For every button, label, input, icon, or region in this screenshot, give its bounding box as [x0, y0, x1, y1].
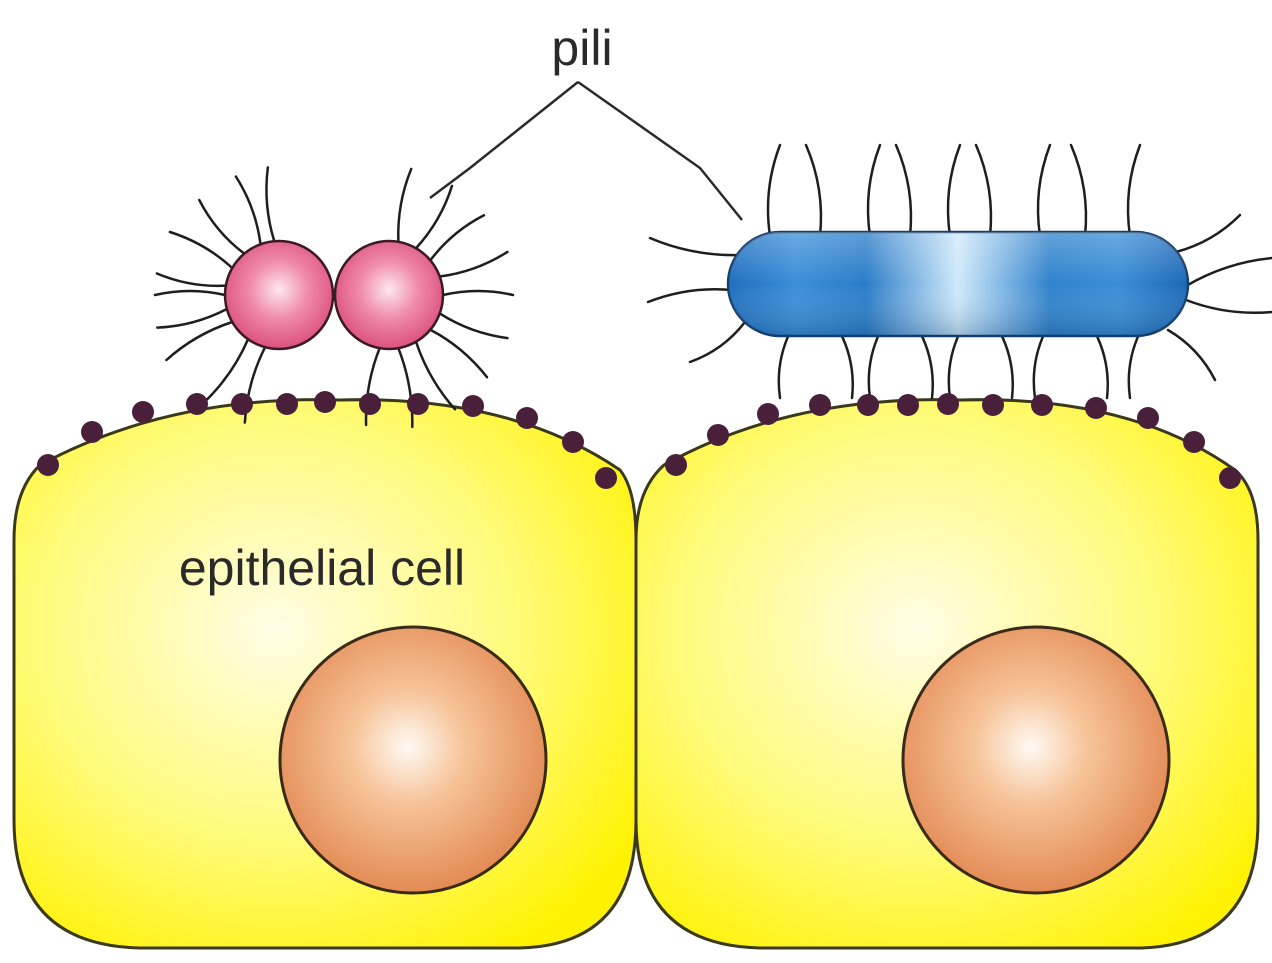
coccus-pilus: [440, 252, 508, 277]
coccus-pilus: [430, 330, 487, 378]
receptor-dot: [1183, 431, 1205, 453]
receptor-dot: [897, 394, 919, 416]
receptor-dot: [757, 403, 779, 425]
bacillus-pilus: [1176, 215, 1240, 252]
receptor-dot: [1085, 397, 1107, 419]
receptor-dot: [937, 393, 959, 415]
epithelial-cell-label: epithelial cell: [179, 540, 465, 596]
receptor-dot: [982, 394, 1004, 416]
bacillus-pilus: [920, 332, 933, 398]
pili-label: pili: [551, 20, 612, 76]
receptor-dot: [1031, 394, 1053, 416]
receptor-dot: [516, 407, 538, 429]
bacillus-pilus: [840, 332, 853, 398]
bacillus-pilus: [949, 332, 960, 398]
coccus-pilus: [430, 215, 484, 260]
nucleus-right: [903, 627, 1169, 893]
bacillus-shading: [728, 232, 1188, 336]
receptor-dot: [407, 393, 429, 415]
bacillus-pilus: [868, 145, 880, 236]
receptor-dot: [81, 421, 103, 443]
bacillus-pilus: [690, 322, 745, 362]
receptor-dot: [132, 401, 154, 423]
coccus-pilus: [199, 200, 244, 254]
bacillus-pilus: [1038, 145, 1050, 236]
receptor-dot: [595, 467, 617, 489]
coccus-pilus: [166, 322, 232, 360]
bacillus-pilus: [779, 332, 790, 398]
receptor-dot: [231, 393, 253, 415]
coccus-pilus: [443, 291, 513, 295]
receptor-dot: [857, 394, 879, 416]
receptor-dot: [562, 431, 584, 453]
bacillus-pilus: [948, 145, 960, 236]
receptor-dot: [276, 393, 298, 415]
bacillus-pilus: [1186, 300, 1272, 313]
bacillus-pilus: [768, 145, 780, 236]
bacillus-pilus: [1095, 332, 1108, 398]
bacillus-pilus: [869, 332, 880, 398]
diplococcus: [225, 241, 443, 349]
bacillus-pilus: [806, 145, 821, 236]
receptor-dot: [462, 395, 484, 417]
bacillus-pilus: [976, 145, 991, 236]
bacillus-pilus: [896, 145, 911, 236]
bacillus-pilus: [1071, 145, 1086, 236]
bacillus-pilus: [1186, 258, 1272, 286]
receptor-dot: [707, 424, 729, 446]
coccus-pilus: [266, 167, 274, 241]
bacillus-pilus: [650, 238, 740, 255]
receptor-dot: [665, 454, 687, 476]
bacillus-pilus: [1168, 330, 1215, 380]
coccus-pilus: [157, 309, 227, 328]
bacillus-pilus: [1129, 332, 1140, 398]
bacillus-pilus: [1000, 332, 1013, 398]
coccus-pilus: [155, 291, 225, 295]
receptor-dot: [1137, 407, 1159, 429]
coccus-pilus: [440, 313, 508, 338]
pili-leader-lines: [430, 82, 742, 220]
bacillus-pilus: [1128, 145, 1140, 236]
receptor-dot: [186, 393, 208, 415]
pili-leader-left: [430, 82, 578, 198]
bacillus: [728, 232, 1188, 336]
coccus-left: [225, 241, 333, 349]
receptor-dot: [314, 391, 336, 413]
coccus-right: [335, 241, 443, 349]
coccus-pilus: [236, 177, 261, 245]
receptor-dot: [809, 394, 831, 416]
coccus-pilus: [157, 273, 226, 285]
coccus-pilus: [398, 169, 411, 242]
nucleus-left: [280, 627, 546, 893]
coccus-pilus: [170, 232, 232, 268]
receptor-dot: [37, 454, 59, 476]
receptor-dot: [359, 393, 381, 415]
bacillus-pilus: [1034, 332, 1045, 398]
receptor-dot: [1219, 467, 1241, 489]
bacillus-pilus: [648, 289, 732, 302]
pili-leader-right: [578, 82, 742, 220]
